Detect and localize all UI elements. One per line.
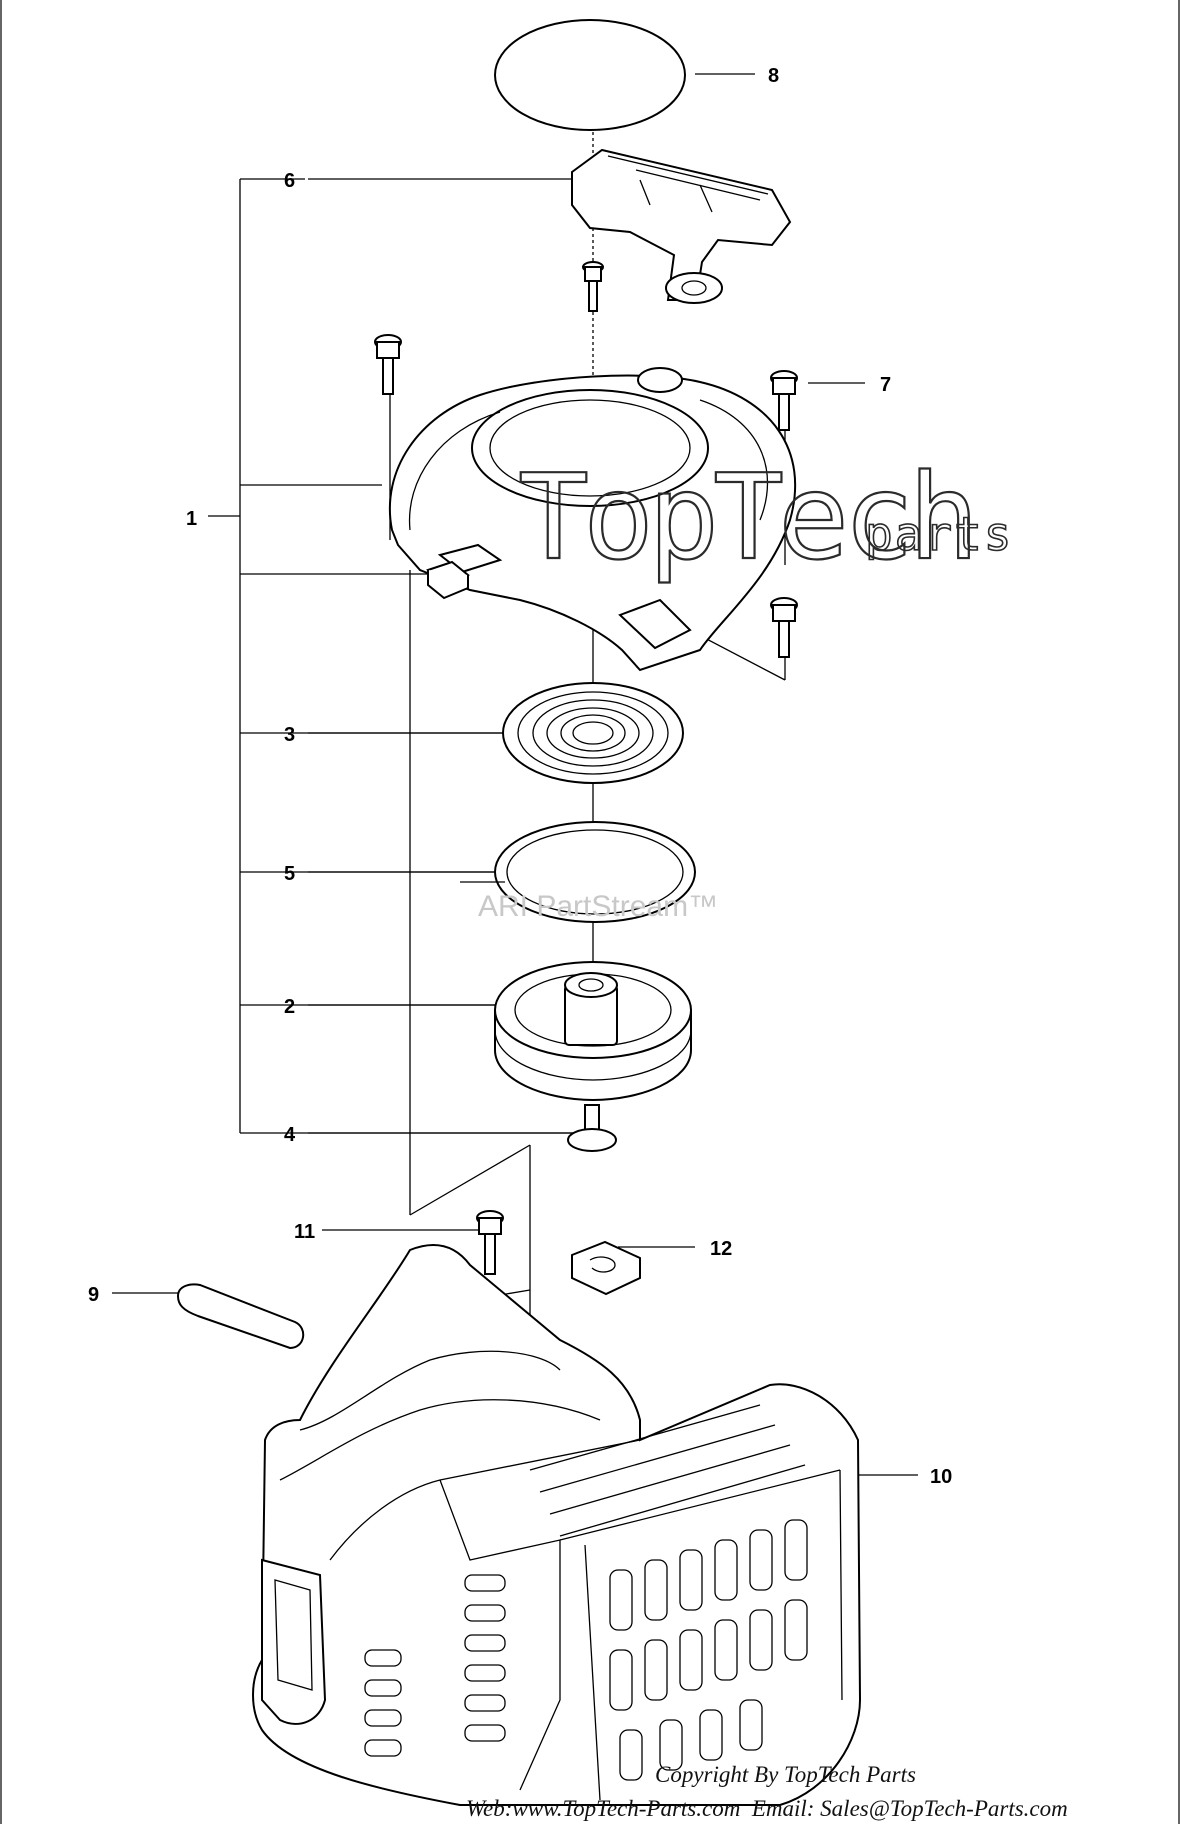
screw-center xyxy=(582,261,604,312)
copyright-text: Copyright By TopTech Parts xyxy=(655,1762,916,1787)
toptech-watermark: TopTech parts xyxy=(517,447,1013,587)
rubber-buffer xyxy=(571,1240,641,1296)
callout-8: 8 xyxy=(768,65,779,87)
square-nut xyxy=(426,560,470,600)
watermark-brand-main: TopTech xyxy=(518,448,973,586)
cover-handle xyxy=(261,1558,327,1725)
callout-4: 4 xyxy=(284,1124,296,1146)
callout-6: 6 xyxy=(284,170,295,192)
spring-ring xyxy=(460,821,696,923)
callout-5: 5 xyxy=(284,863,295,885)
engine-cover xyxy=(252,1244,862,1806)
footer: Copyright By TopTech Parts Web:www.TopTe… xyxy=(466,1762,1068,1821)
starter-handle xyxy=(571,148,792,304)
watermark-brand-suffix: parts xyxy=(865,507,1013,561)
callout-11: 11 xyxy=(294,1221,315,1243)
label-disc xyxy=(494,19,686,131)
decal xyxy=(176,1283,305,1350)
callout-3: 3 xyxy=(284,724,295,746)
screw-right-upper xyxy=(770,370,798,431)
leader-lines xyxy=(112,73,918,1476)
center-screw xyxy=(567,1104,617,1152)
contact-text: Web:www.TopTech-Parts.com Email: Sales@T… xyxy=(466,1796,1068,1821)
side-vent-slots xyxy=(364,1574,506,1757)
callout-7: 7 xyxy=(880,374,891,396)
rope-pulley xyxy=(494,961,692,1102)
callout-2: 2 xyxy=(284,996,295,1018)
callout-9: 9 xyxy=(88,1284,99,1306)
front-vent-slots xyxy=(609,1519,808,1781)
starter-housing xyxy=(388,367,797,672)
top-vent-slots xyxy=(529,1404,806,1537)
callout-10: 10 xyxy=(930,1466,952,1488)
screw-right-lower xyxy=(770,597,798,658)
screw-left xyxy=(374,334,402,395)
ari-partstream-watermark: ARI PartStream™ xyxy=(478,890,718,923)
callout-numbers: 1 2 3 4 5 6 7 8 9 10 11 12 xyxy=(88,65,952,1488)
recoil-spring xyxy=(502,682,684,784)
callout-12: 12 xyxy=(710,1238,732,1260)
callout-1: 1 xyxy=(186,508,197,530)
